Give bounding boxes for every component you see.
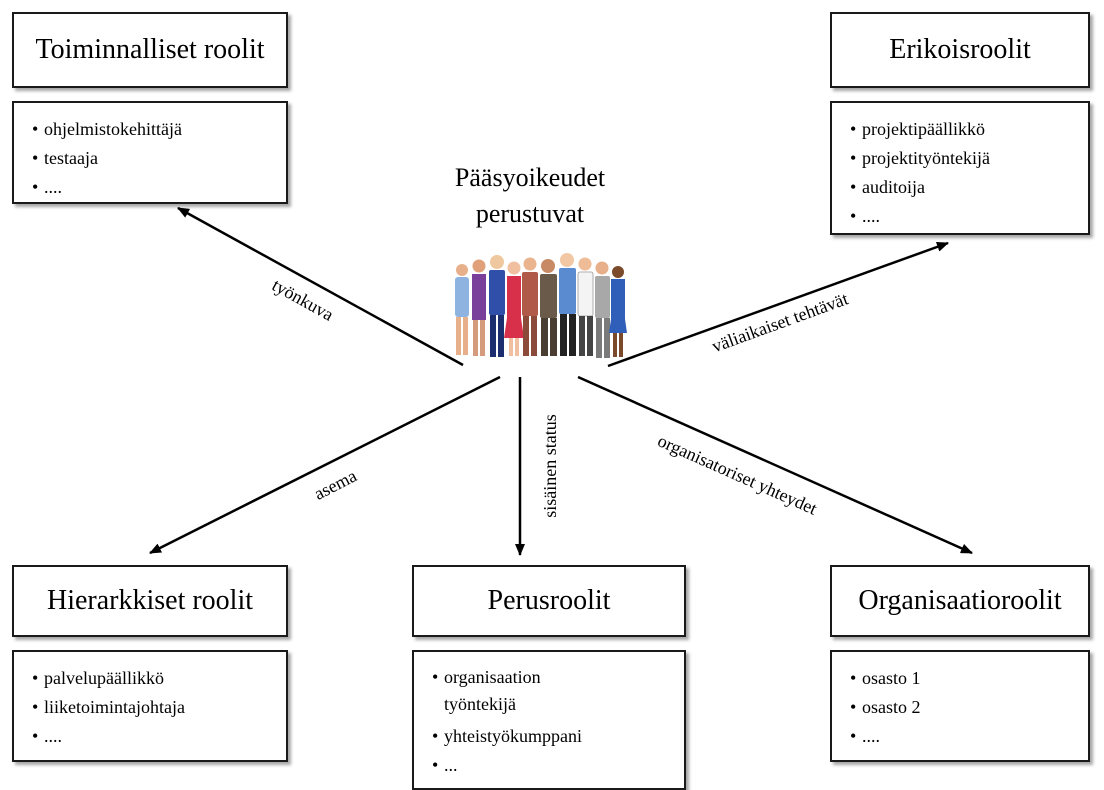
- organisaatioroolit-title-box: Organisaatioroolit: [830, 565, 1090, 637]
- perusroolit-title: Perusroolit: [487, 585, 611, 616]
- list-item: testaaja: [32, 144, 276, 173]
- list-item: palvelupäällikkö: [32, 664, 276, 693]
- group-of-people-icon: [455, 253, 627, 358]
- toiminnalliset-roolit-list: ohjelmistokehittäjä testaaja ....: [32, 115, 276, 202]
- erikoisroolit-title: Erikoisroolit: [889, 34, 1031, 65]
- erikoisroolit-list: projektipäällikkö projektityöntekijä aud…: [850, 115, 1078, 231]
- toiminnalliset-roolit-title-box: Toiminnalliset roolit: [12, 12, 288, 88]
- list-item: osasto 2: [850, 693, 1078, 722]
- edge-label-sisainen: sisäinen status: [540, 414, 560, 518]
- hierarkkiset-roolit-title-box: Hierarkkiset roolit: [12, 565, 288, 637]
- hierarkkiset-roolit-list: palvelupäällikkö liiketoimintajohtaja ..…: [32, 664, 276, 751]
- perusroolit-list-box: organisaation työntekijä yhteistyökumppa…: [412, 650, 686, 790]
- list-item: projektityöntekijä: [850, 144, 1078, 173]
- list-item: liiketoimintajohtaja: [32, 693, 276, 722]
- list-item: ohjelmistokehittäjä: [32, 115, 276, 144]
- perusroolit-list: organisaation työntekijä yhteistyökumppa…: [432, 664, 674, 780]
- hierarkkiset-roolit-title: Hierarkkiset roolit: [46, 585, 254, 616]
- list-item: auditoija: [850, 173, 1078, 202]
- organisaatioroolit-list-box: osasto 1 osasto 2 ....: [830, 650, 1090, 762]
- list-item: ....: [850, 202, 1078, 231]
- organisaatioroolit-title: Organisaatioroolit: [858, 585, 1062, 616]
- arrow-valiaikaiset: [607, 241, 949, 368]
- hierarkkiset-roolit-list-box: palvelupäällikkö liiketoimintajohtaja ..…: [12, 650, 288, 762]
- list-item: projektipäällikkö: [850, 115, 1078, 144]
- toiminnalliset-roolit-title: Toiminnalliset roolit: [35, 34, 265, 65]
- arrow-organisatoriset: [577, 375, 973, 555]
- list-item: ....: [32, 722, 276, 751]
- list-item: ....: [32, 173, 276, 202]
- list-item: osasto 1: [850, 664, 1078, 693]
- erikoisroolit-title-box: Erikoisroolit: [830, 12, 1090, 88]
- erikoisroolit-list-box: projektipäällikkö projektityöntekijä aud…: [830, 101, 1090, 235]
- arrow-asema: [149, 375, 501, 555]
- perusroolit-title-box: Perusroolit: [412, 565, 686, 637]
- organisaatioroolit-list: osasto 1 osasto 2 ....: [850, 664, 1078, 751]
- edge-label-asema: asema: [311, 466, 360, 504]
- list-item: ....: [850, 722, 1078, 751]
- list-item: ...: [432, 751, 674, 780]
- arrow-tyonkuva: [177, 206, 464, 367]
- center-title-line1: Pääsyoikeudet: [454, 163, 606, 192]
- center-title: Pääsyoikeudet perustuvat: [430, 160, 630, 232]
- toiminnalliset-roolit-list-box: ohjelmistokehittäjä testaaja ....: [12, 101, 288, 204]
- list-item: organisaation työntekijä: [432, 664, 594, 718]
- center-title-line2: perustuvat: [475, 199, 585, 228]
- list-item: yhteistyökumppani: [432, 722, 674, 751]
- edge-label-tyonkuva: työnkuva: [269, 275, 337, 325]
